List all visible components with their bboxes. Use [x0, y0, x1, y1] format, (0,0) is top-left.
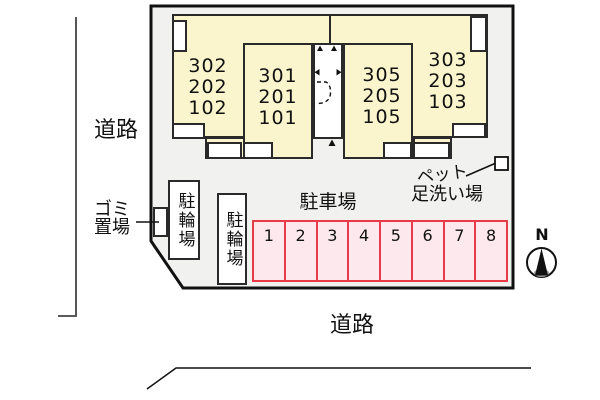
parking-row: 1 2 3 4 5 6 7 8 — [252, 220, 508, 282]
bicycle-parking-2-label: 駐輪場 — [222, 210, 243, 268]
road-line-bottom — [146, 367, 531, 390]
unit-label-301-201-101: 301 201 101 — [258, 65, 298, 129]
car-parking-label: 駐車場 — [299, 191, 357, 213]
unit-label-303-203-103: 303 203 103 — [428, 49, 468, 113]
bicycle-parking-1-label: 駐輪場 — [174, 191, 195, 249]
building-wing-305 — [343, 43, 413, 159]
parking-space-8: 8 — [474, 220, 508, 282]
entrance-porch-4 — [413, 142, 450, 159]
parking-space-2: 2 — [283, 220, 318, 282]
entrance-porch-1 — [207, 142, 242, 159]
parking-space-4: 4 — [347, 220, 381, 282]
balcony-indent-bottom-left — [172, 123, 205, 139]
unit-label-302-202-102: 302 202 102 — [188, 55, 228, 119]
entrance-porch-3 — [383, 142, 412, 159]
compass-north-label: N — [535, 225, 549, 244]
pet-wash-label-line2: 足洗い場 — [411, 184, 483, 205]
road-label-bottom: 道路 — [329, 313, 374, 338]
bicycle-parking-2: 駐輪場 — [217, 193, 247, 285]
parking-space-6: 6 — [410, 220, 445, 282]
balcony-indent-bottom-right — [452, 123, 486, 138]
balcony-indent-top-left — [172, 20, 187, 52]
parking-space-7: 7 — [442, 220, 477, 282]
road-line-left — [58, 17, 77, 317]
unit-label-305-205-105: 305 205 105 — [362, 64, 402, 128]
parking-space-5: 5 — [379, 220, 413, 282]
balcony-indent-top-right — [470, 16, 487, 52]
parking-space-1: 1 — [252, 220, 286, 282]
entrance-porch-2 — [243, 142, 273, 159]
bicycle-parking-1: 駐輪場 — [168, 180, 200, 260]
garbage-area-box — [153, 207, 168, 237]
garbage-area-label: ゴミ 置場 — [94, 199, 130, 238]
building-top-divider — [329, 14, 331, 43]
road-label-left: 道路 — [93, 118, 138, 143]
parking-space-3: 3 — [315, 220, 350, 282]
building-wing-301 — [243, 43, 313, 159]
